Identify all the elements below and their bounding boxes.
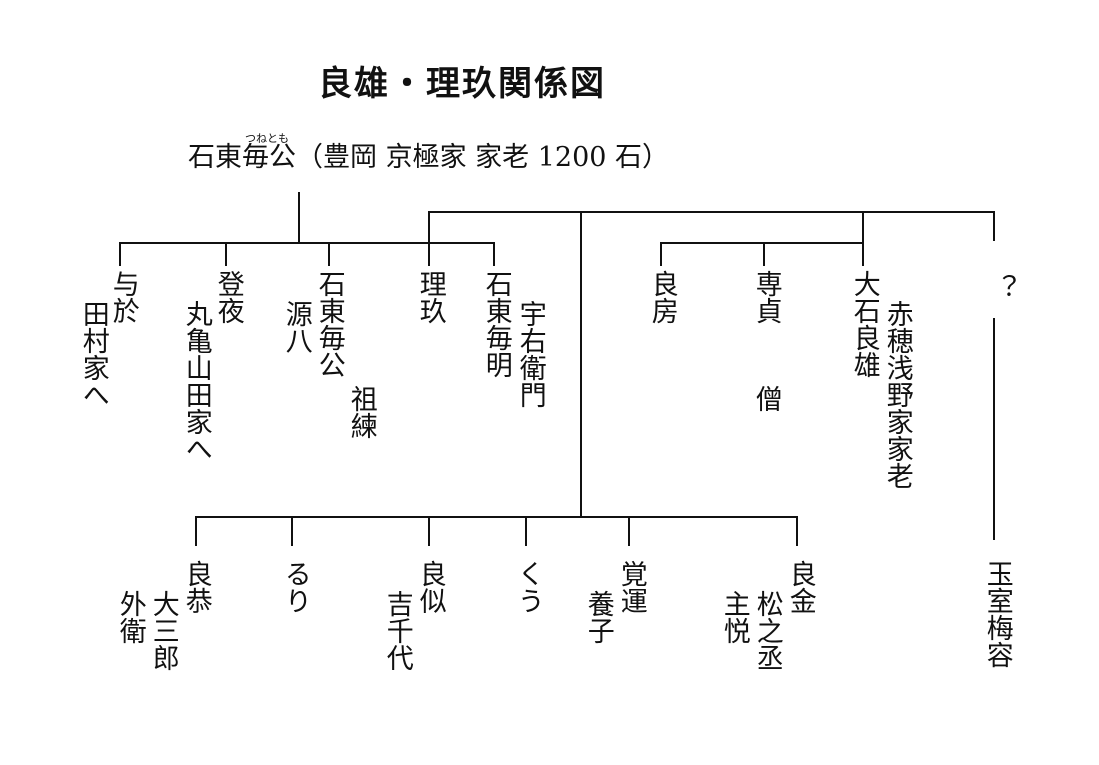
person-name: 良恭 — [180, 560, 212, 614]
connector-line — [195, 516, 798, 518]
person-note: 大三郎 — [147, 590, 179, 671]
connector-line — [119, 242, 121, 266]
person-note: 源八 — [280, 300, 312, 354]
unknown-person: ？ — [984, 274, 1016, 301]
person-name: くう — [512, 560, 544, 614]
person-note: 養子 — [582, 590, 614, 644]
connector-line — [195, 516, 197, 546]
person-name: 登夜 — [212, 270, 244, 324]
person-note: 丸亀山田家へ — [180, 300, 212, 462]
connector-line — [298, 192, 300, 242]
connector-line — [628, 516, 630, 546]
person-name: 石東毎公 — [313, 270, 345, 378]
person-note: 主悦 — [718, 590, 750, 644]
person-name: 良金 — [784, 560, 816, 614]
connector-line — [328, 242, 330, 266]
connector-line — [225, 242, 227, 266]
connector-line — [428, 516, 430, 546]
person-note: 僧 — [750, 385, 782, 412]
person-note: 赤穂浅野家家老 — [881, 300, 913, 489]
connector-line — [493, 242, 495, 266]
person-name: 良房 — [646, 270, 678, 324]
connector-line — [796, 516, 798, 546]
person-name: 玉室梅容 — [981, 560, 1013, 668]
person-note: 田村家へ — [77, 300, 109, 408]
person-name: 理玖 — [414, 270, 446, 324]
root-name-ruby: つねとも — [245, 132, 289, 145]
connector-line — [119, 242, 494, 244]
person-note: 外衛 — [114, 590, 146, 644]
connector-line — [428, 211, 995, 213]
person-name: るり — [279, 560, 311, 614]
connector-line — [993, 318, 995, 540]
person-name: 良似 — [414, 560, 446, 614]
person-note: 松之丞 — [751, 590, 783, 671]
connector-line — [763, 242, 765, 266]
person-name: 石東毎明 — [480, 270, 512, 378]
connector-line — [660, 242, 662, 266]
person-name: 専貞 — [750, 270, 782, 324]
person-note: 宇右衛門 — [514, 300, 546, 408]
person-note: 吉千代 — [381, 590, 413, 671]
connector-line — [660, 242, 864, 244]
root-person: 石東毎公（豊岡 京極家 家老 1200 石） — [188, 142, 670, 173]
connector-line — [428, 211, 430, 266]
connector-line — [291, 516, 293, 546]
person-name: 与於 — [107, 270, 139, 324]
connector-line — [580, 211, 582, 516]
connector-line — [993, 211, 995, 241]
diagram-title: 良雄・理玖関係図 — [318, 64, 606, 104]
person-note: 祖練 — [345, 385, 377, 439]
person-name: 大石良雄 — [848, 270, 880, 378]
connector-line — [525, 516, 527, 546]
person-name: 覚運 — [615, 560, 647, 614]
connector-line — [862, 211, 864, 266]
